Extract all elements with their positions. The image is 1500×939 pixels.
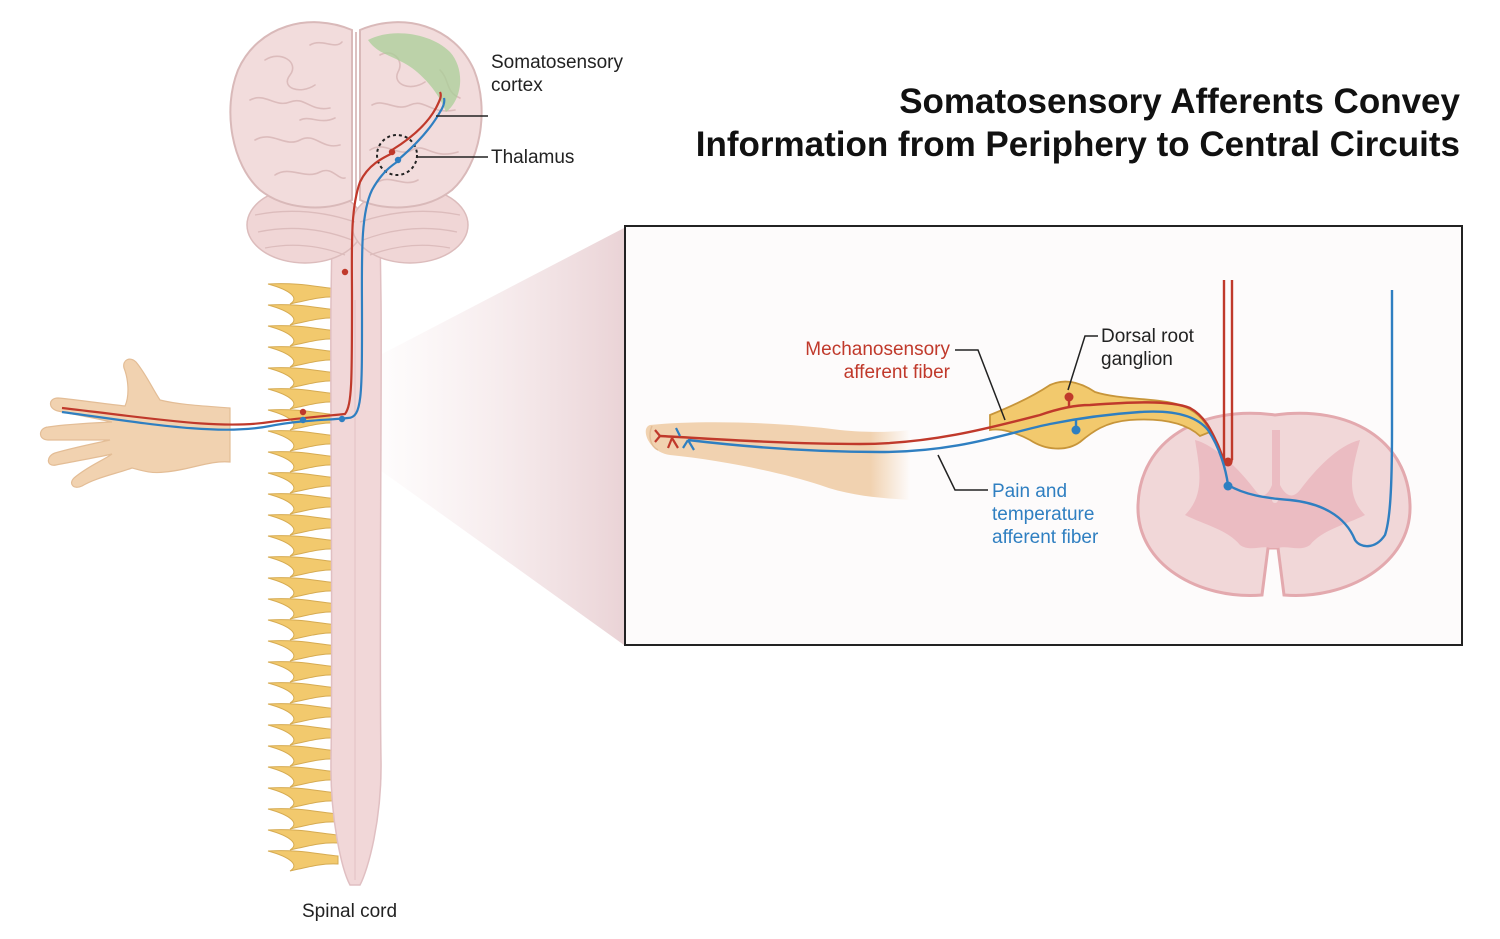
spinal-nerve-root xyxy=(267,619,339,641)
label-thalamus: Thalamus xyxy=(491,147,575,168)
figure-title: Somatosensory Afferents Convey Informati… xyxy=(696,80,1460,166)
spinal-nerve-root xyxy=(267,304,339,326)
figure-title-line1: Somatosensory Afferents Convey xyxy=(899,82,1460,121)
spinal-nerve-root xyxy=(267,808,339,830)
left-mechanosensory-fiber xyxy=(61,91,442,426)
label-dorsal-root-ganglion: Dorsal root ganglion xyxy=(1101,325,1194,371)
label-somatosensory-cortex-line1: Somatosensory xyxy=(491,52,624,73)
label-pain-line2: temperature xyxy=(992,504,1095,525)
left-pain-fiber xyxy=(61,97,446,431)
spinal-nerve-root xyxy=(267,514,339,536)
spinal-nerve-root xyxy=(267,598,339,620)
label-somatosensory-cortex: Somatosensory cortex xyxy=(491,51,623,97)
spinal-nerve-root xyxy=(267,430,339,452)
spinal-nerve-root xyxy=(267,787,339,809)
spinal-nerve-root xyxy=(267,367,339,389)
spinal-nerve-root xyxy=(267,472,339,494)
spinal-nerve-root xyxy=(267,535,339,557)
inset-pain-fiber xyxy=(675,290,1394,548)
spinal-cord xyxy=(330,229,382,886)
spinal-nerve-root xyxy=(267,724,339,746)
zoom-wedge xyxy=(380,228,624,645)
spinal-nerve-root xyxy=(267,493,339,515)
spinal-nerve-root xyxy=(267,346,339,368)
spinal-nerve-root xyxy=(267,703,339,725)
spinal-nerve-root xyxy=(267,661,339,683)
label-spinal-cord: Spinal cord xyxy=(302,901,398,922)
spinal-nerve-root xyxy=(267,388,339,410)
spinal-nerve-root xyxy=(267,556,339,578)
label-drg-line2: ganglion xyxy=(1101,349,1173,370)
spinal-nerve-root xyxy=(267,829,339,851)
spinal-nerve-root xyxy=(267,640,339,662)
label-drg-line1: Dorsal root xyxy=(1101,326,1194,347)
mechanosensory-leader-line xyxy=(955,349,1006,421)
spinal-cord-cross-section xyxy=(1136,411,1412,597)
label-pain-line3: afferent fiber xyxy=(992,527,1099,548)
spinal-nerve-root xyxy=(267,283,339,305)
label-mechanosensory-line1: Mechanosensory xyxy=(805,339,950,360)
spinal-ganglia-column xyxy=(267,283,339,872)
drg-leader-line xyxy=(1067,335,1098,391)
label-mechanosensory-line2: afferent fiber xyxy=(843,362,950,383)
inset-mechanosensory-fiber xyxy=(654,280,1234,467)
pain-leader-line xyxy=(937,454,988,491)
spinal-nerve-root xyxy=(267,682,339,704)
thalamus-marker xyxy=(376,134,418,176)
spinal-nerve-root xyxy=(267,850,339,872)
label-pain-fiber: Pain and temperature afferent fiber xyxy=(992,480,1098,549)
spinal-nerve-root xyxy=(267,325,339,347)
spinal-nerve-root xyxy=(267,766,339,788)
spinal-nerve-root xyxy=(267,577,339,599)
label-pain-line1: Pain and xyxy=(992,481,1068,502)
label-mechanosensory-fiber: Mechanosensory afferent fiber xyxy=(805,338,950,384)
spinal-nerve-root xyxy=(267,745,339,767)
spinal-nerve-root xyxy=(267,451,339,473)
label-somatosensory-cortex-line2: cortex xyxy=(491,75,543,96)
somatosensory-cortex-region xyxy=(368,33,461,112)
hand xyxy=(39,358,231,488)
figure-title-line2: Information from Periphery to Central Ci… xyxy=(695,125,1460,164)
